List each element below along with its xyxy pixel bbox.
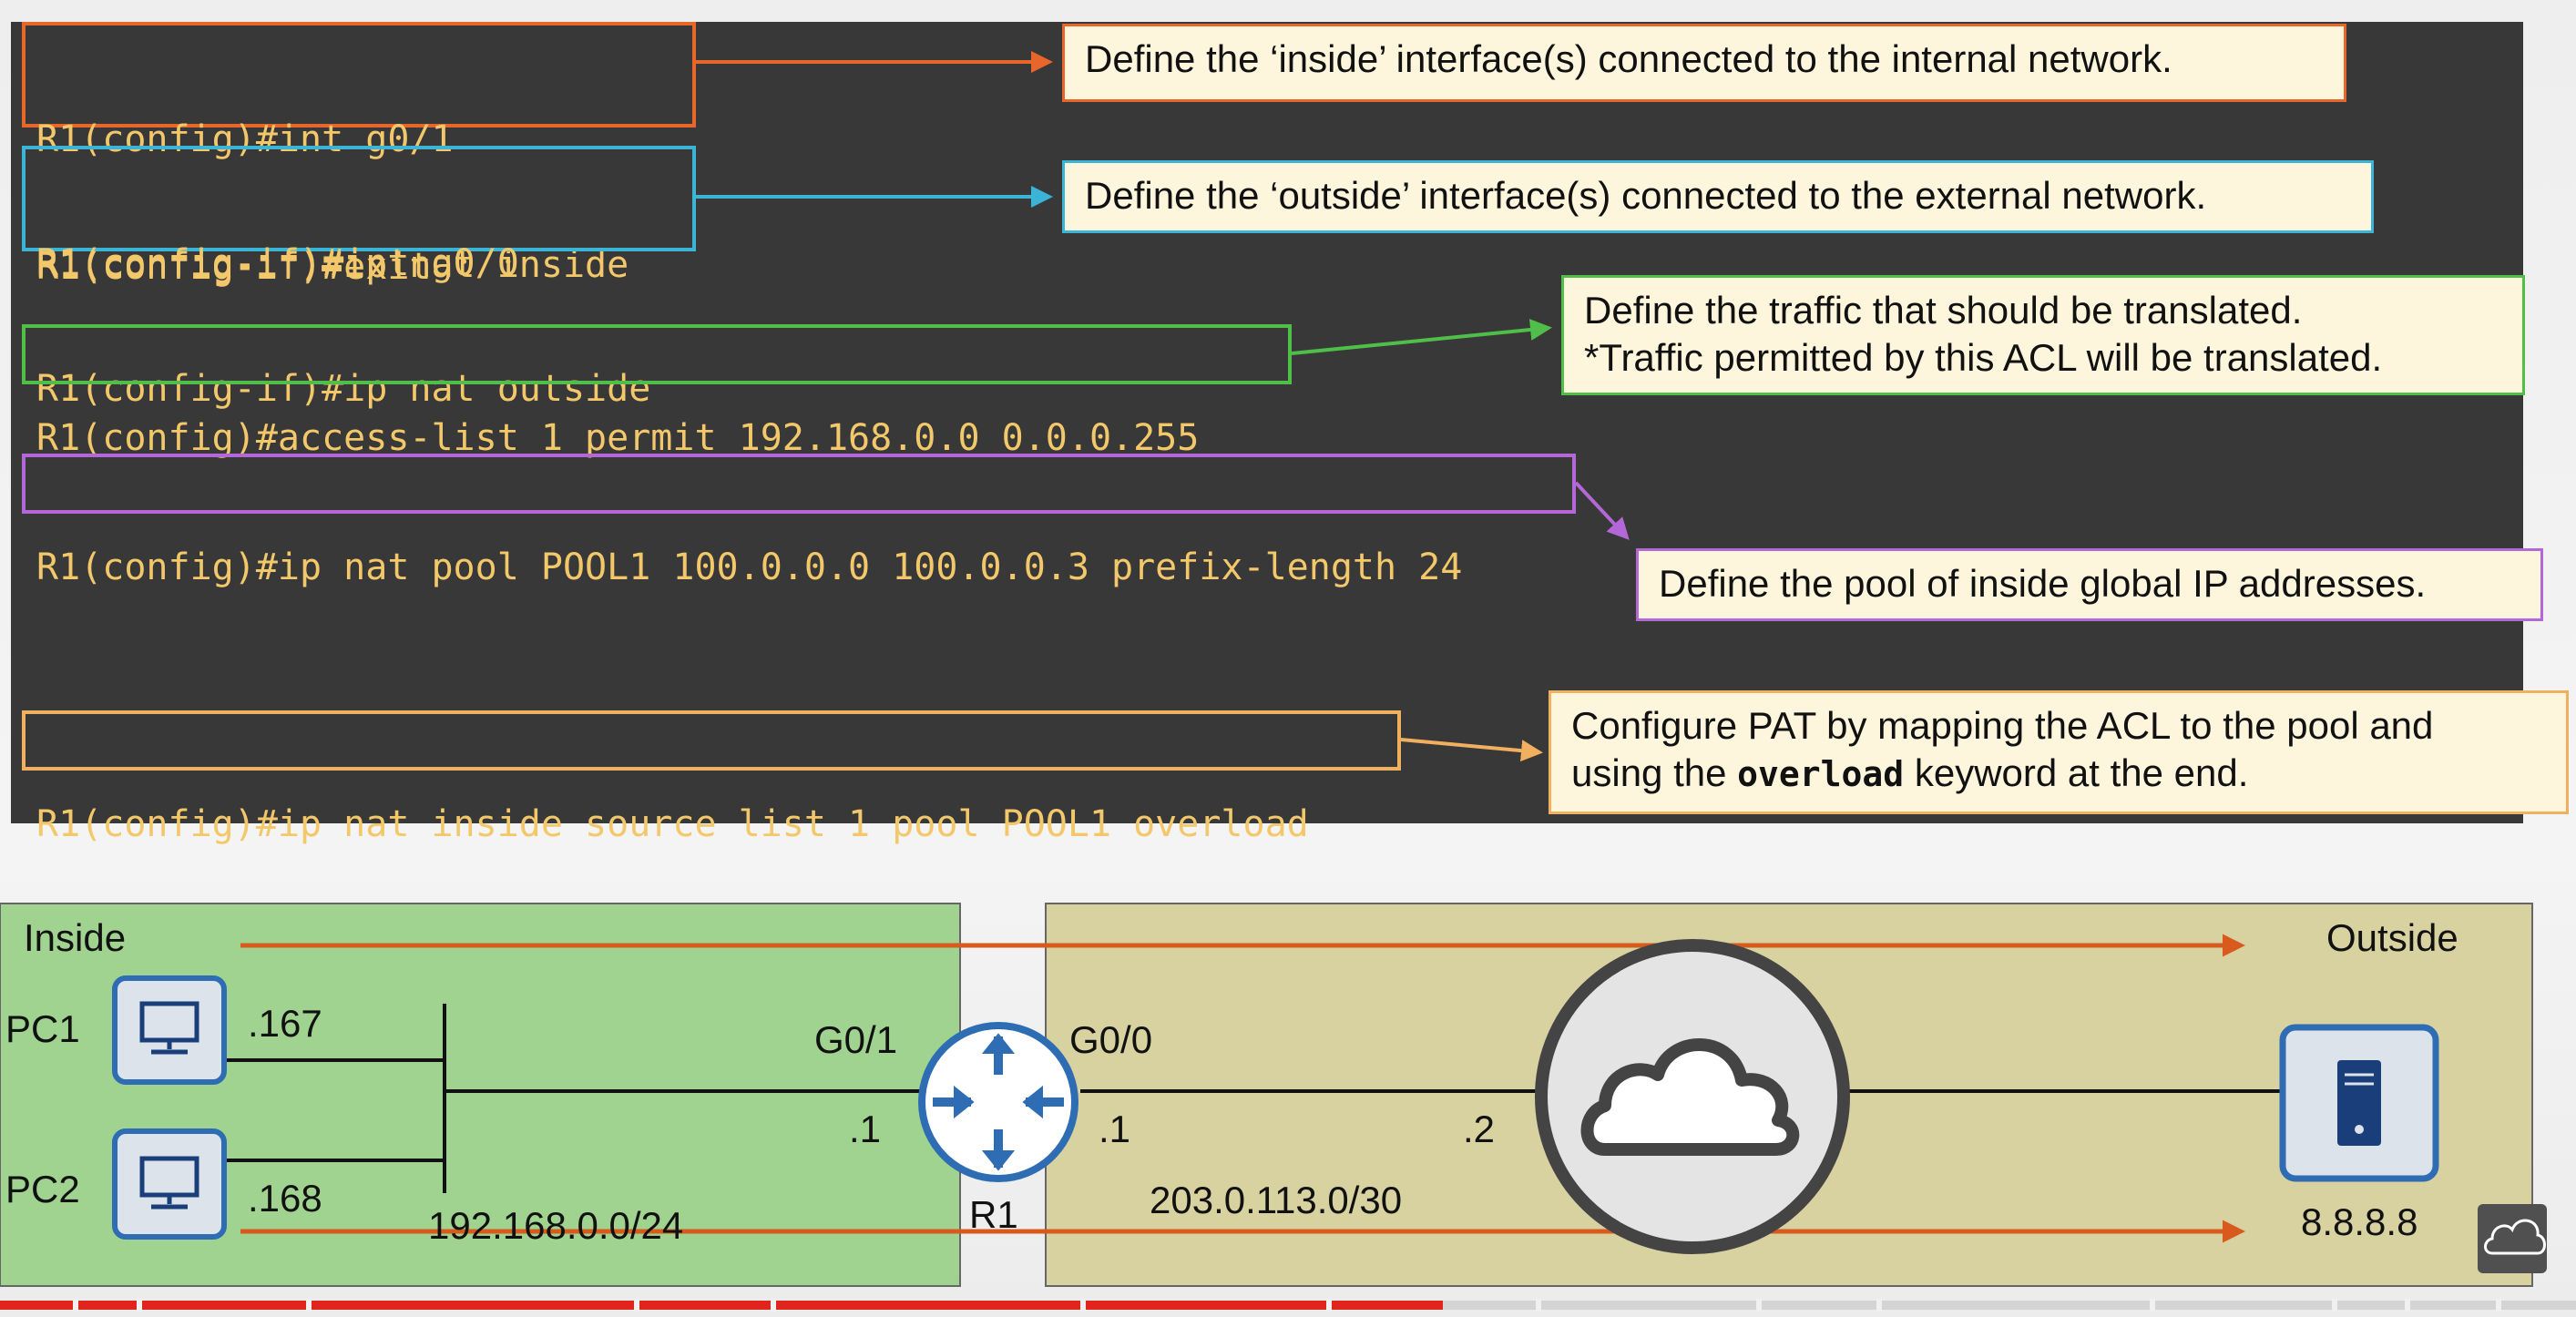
callout-pat-text-2: using the overload keyword at the end. [1571,750,2546,798]
progress-played [0,1301,1443,1310]
router-g00-ip: .1 [1099,1108,1131,1150]
server-icon [2279,1024,2439,1182]
cloud-icon [1535,939,1850,1254]
callout-pool: Define the pool of inside global IP addr… [1636,548,2543,621]
router-g01-ip: .1 [849,1108,882,1150]
chapter-gap [2496,1299,2501,1312]
cmd-exit: R1(config-if)#exit [36,246,432,288]
channel-logo-icon [2478,1204,2547,1273]
router-g01-label: G0/1 [814,1018,898,1061]
cmd-int-g01: R1(config)#int g0/1 [36,118,454,160]
chapter-gap [137,1299,142,1312]
router-label: R1 [969,1193,1018,1236]
pc2-icon [112,1128,227,1240]
callout-inside: Define the ‘inside’ interface(s) connect… [1062,24,2346,102]
chapter-gap [771,1299,776,1312]
callout-acl-text-2: *Traffic permitted by this ACL will be t… [1584,336,2383,379]
router-icon [918,1022,1078,1182]
chapter-gap [1756,1299,1762,1312]
isp-ip: .2 [1463,1108,1496,1150]
cmd-box-pool: R1(config)#ip nat pool POOL1 100.0.0.0 1… [22,454,1576,588]
cmd-ip-nat-outside: R1(config-if)#ip nat outside [36,368,651,410]
chapter-gap [1080,1299,1086,1312]
chapter-gap [2150,1299,2155,1312]
outside-label: Outside [2326,916,2458,959]
pc1-ip: .167 [248,1002,322,1045]
cmd-box-pat: R1(config)#ip nat inside source list 1 p… [22,710,1401,845]
chapter-gap [1536,1299,1541,1312]
cmd-nat-inside-source: R1(config)#ip nat inside source list 1 p… [36,803,1309,845]
callout-pat-text-2-post: keyword at the end. [1904,751,2249,794]
chapter-gap [2405,1299,2410,1312]
pc2-label: PC2 [5,1168,80,1210]
chapter-gap [1326,1299,1332,1312]
cmd-int-g00: R1(config-if)#int g0/0 [36,242,519,284]
callout-pat: Configure PAT by mapping the ACL to the … [1549,690,2569,814]
cmd-box-inside: R1(config)#int g0/1 R1(config-if)#ip nat… [22,22,696,286]
outside-network-label: 203.0.113.0/30 [1150,1179,1403,1221]
overload-keyword: overload [1737,754,1905,794]
chapter-gap [2332,1299,2337,1312]
callout-inside-text: Define the ‘inside’ interface(s) connect… [1085,37,2172,80]
chapter-gap [73,1299,78,1312]
callout-pat-text-1: Configure PAT by mapping the ACL to the … [1571,704,2434,747]
cmd-box-acl: R1(config)#access-list 1 permit 192.168.… [22,324,1292,459]
cmd-nat-pool: R1(config)#ip nat pool POOL1 100.0.0.0 1… [36,546,1463,588]
cmd-access-list: R1(config)#access-list 1 permit 192.168.… [36,417,1200,459]
callout-outside: Define the ‘outside’ interface(s) connec… [1062,160,2374,233]
chapter-gap [306,1299,312,1312]
chapter-gap [1876,1299,1882,1312]
callout-pool-text: Define the pool of inside global IP addr… [1659,562,2427,605]
server-ip: 8.8.8.8 [2301,1200,2418,1243]
chapter-markers [73,1299,2501,1312]
callout-acl-text-1: Define the traffic that should be transl… [1584,289,2303,332]
pc1-icon [112,975,227,1085]
video-progress-bar[interactable] [0,1293,2576,1317]
inside-network-label: 192.168.0.0/24 [428,1204,684,1247]
inside-label: Inside [24,916,127,959]
callout-outside-text: Define the ‘outside’ interface(s) connec… [1085,174,2207,217]
callout-acl: Define the traffic that should be transl… [1561,275,2525,395]
terminal-panel [11,22,2523,823]
cmd-box-outside: R1(config-if)#int g0/0 R1(config-if)#ip … [22,146,696,410]
pc2-ip: .168 [248,1177,322,1220]
pc1-label: PC1 [5,1007,80,1050]
chapter-gap [634,1299,639,1312]
router-g00-label: G0/0 [1069,1018,1153,1061]
callout-pat-text-2-pre: using the [1571,751,1738,794]
